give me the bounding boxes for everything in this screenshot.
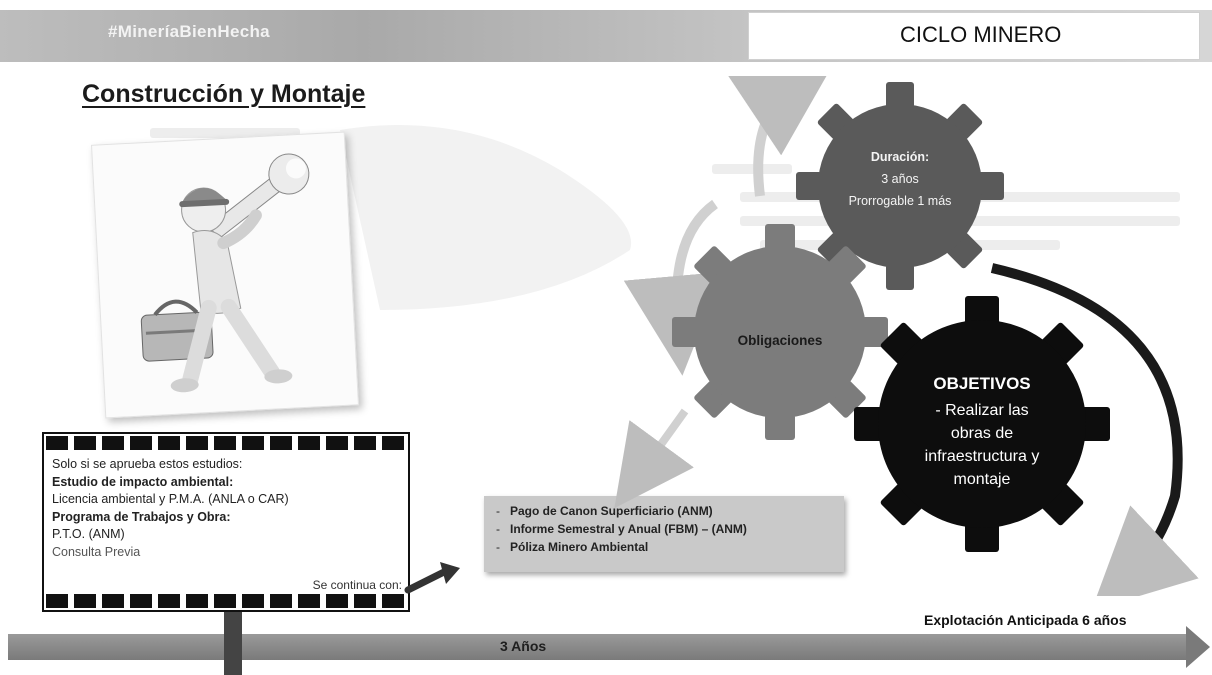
studies-box: Solo si se aprueba estos estudios: Estud…	[42, 432, 410, 612]
worker-illustration-card	[91, 131, 359, 419]
faded-text-line	[150, 128, 300, 138]
faded-text-line	[712, 164, 792, 174]
gear-objectives-icon	[854, 296, 1110, 552]
gear-duration-label: Duración: 3 años Prorrogable 1 más	[800, 146, 1000, 212]
cycle-arrow-icon	[725, 76, 837, 197]
studies-intro: Solo si se aprueba estos estudios:	[52, 457, 243, 471]
continue-arrow-icon	[404, 562, 460, 594]
worker-figure-icon	[140, 153, 310, 393]
timeline-label: 3 Años	[500, 638, 547, 654]
gear-objectives-label: OBJETIVOS - Realizar las obras de infrae…	[882, 372, 1082, 491]
timeline-arrow-icon	[1186, 626, 1210, 668]
gear-duration-icon	[796, 82, 1004, 290]
cycle-arrow-icon	[990, 263, 1199, 596]
header-title: CICLO MINERO	[900, 22, 1062, 47]
studies-consult: Consulta Previa	[52, 544, 141, 559]
studies-works-heading: Programa de Trabajos y Obra:	[52, 509, 231, 524]
objectives-line: infraestructura y	[924, 448, 1040, 465]
studies-env-heading: Estudio de impacto ambiental:	[52, 474, 234, 489]
obligations-list: Pago de Canon Superficiario (ANM) Inform…	[484, 496, 844, 556]
duration-title: Duración:	[870, 150, 930, 164]
page-title: Construcción y Montaje	[82, 80, 366, 108]
obligation-item: Póliza Minero Ambiental	[496, 538, 844, 556]
hazard-stripe-top	[46, 436, 406, 450]
header-title-box	[748, 12, 1200, 60]
obligation-item: Informe Semestral y Anual (FBM) – (ANM)	[496, 520, 844, 538]
timeline-bar	[8, 634, 1188, 660]
objectives-line: obras de	[950, 425, 1014, 442]
hazard-stripe-bottom	[46, 594, 406, 608]
duration-extension: Prorrogable 1 más	[848, 194, 952, 208]
objectives-title: OBJETIVOS	[933, 374, 1031, 393]
objectives-line: - Realizar las	[935, 402, 1029, 419]
studies-works-detail: P.T.O. (ANM)	[52, 527, 125, 541]
hashtag-label: #MineríaBienHecha	[108, 22, 270, 41]
page-curl-graphic	[340, 125, 632, 310]
gear-obligations-icon	[672, 224, 888, 440]
obligations-list-box: Pago de Canon Superficiario (ANM) Inform…	[484, 496, 844, 572]
cycle-arrow-icon	[614, 408, 694, 509]
gears-diagram	[614, 76, 1199, 596]
studies-env-detail: Licencia ambiental y P.M.A. (ANLA o CAR)	[52, 492, 289, 506]
gear-obligations-label: Obligaciones	[737, 333, 823, 348]
duration-years: 3 años	[881, 172, 919, 186]
continue-label: Se continua con:	[312, 578, 402, 592]
timeline-post	[224, 612, 242, 675]
anticipated-exploitation-label: Explotación Anticipada 6 años	[924, 612, 1127, 628]
cycle-arrow-icon	[623, 199, 724, 376]
studies-content: Solo si se aprueba estos estudios: Estud…	[52, 456, 289, 561]
objectives-line: montaje	[953, 471, 1011, 488]
